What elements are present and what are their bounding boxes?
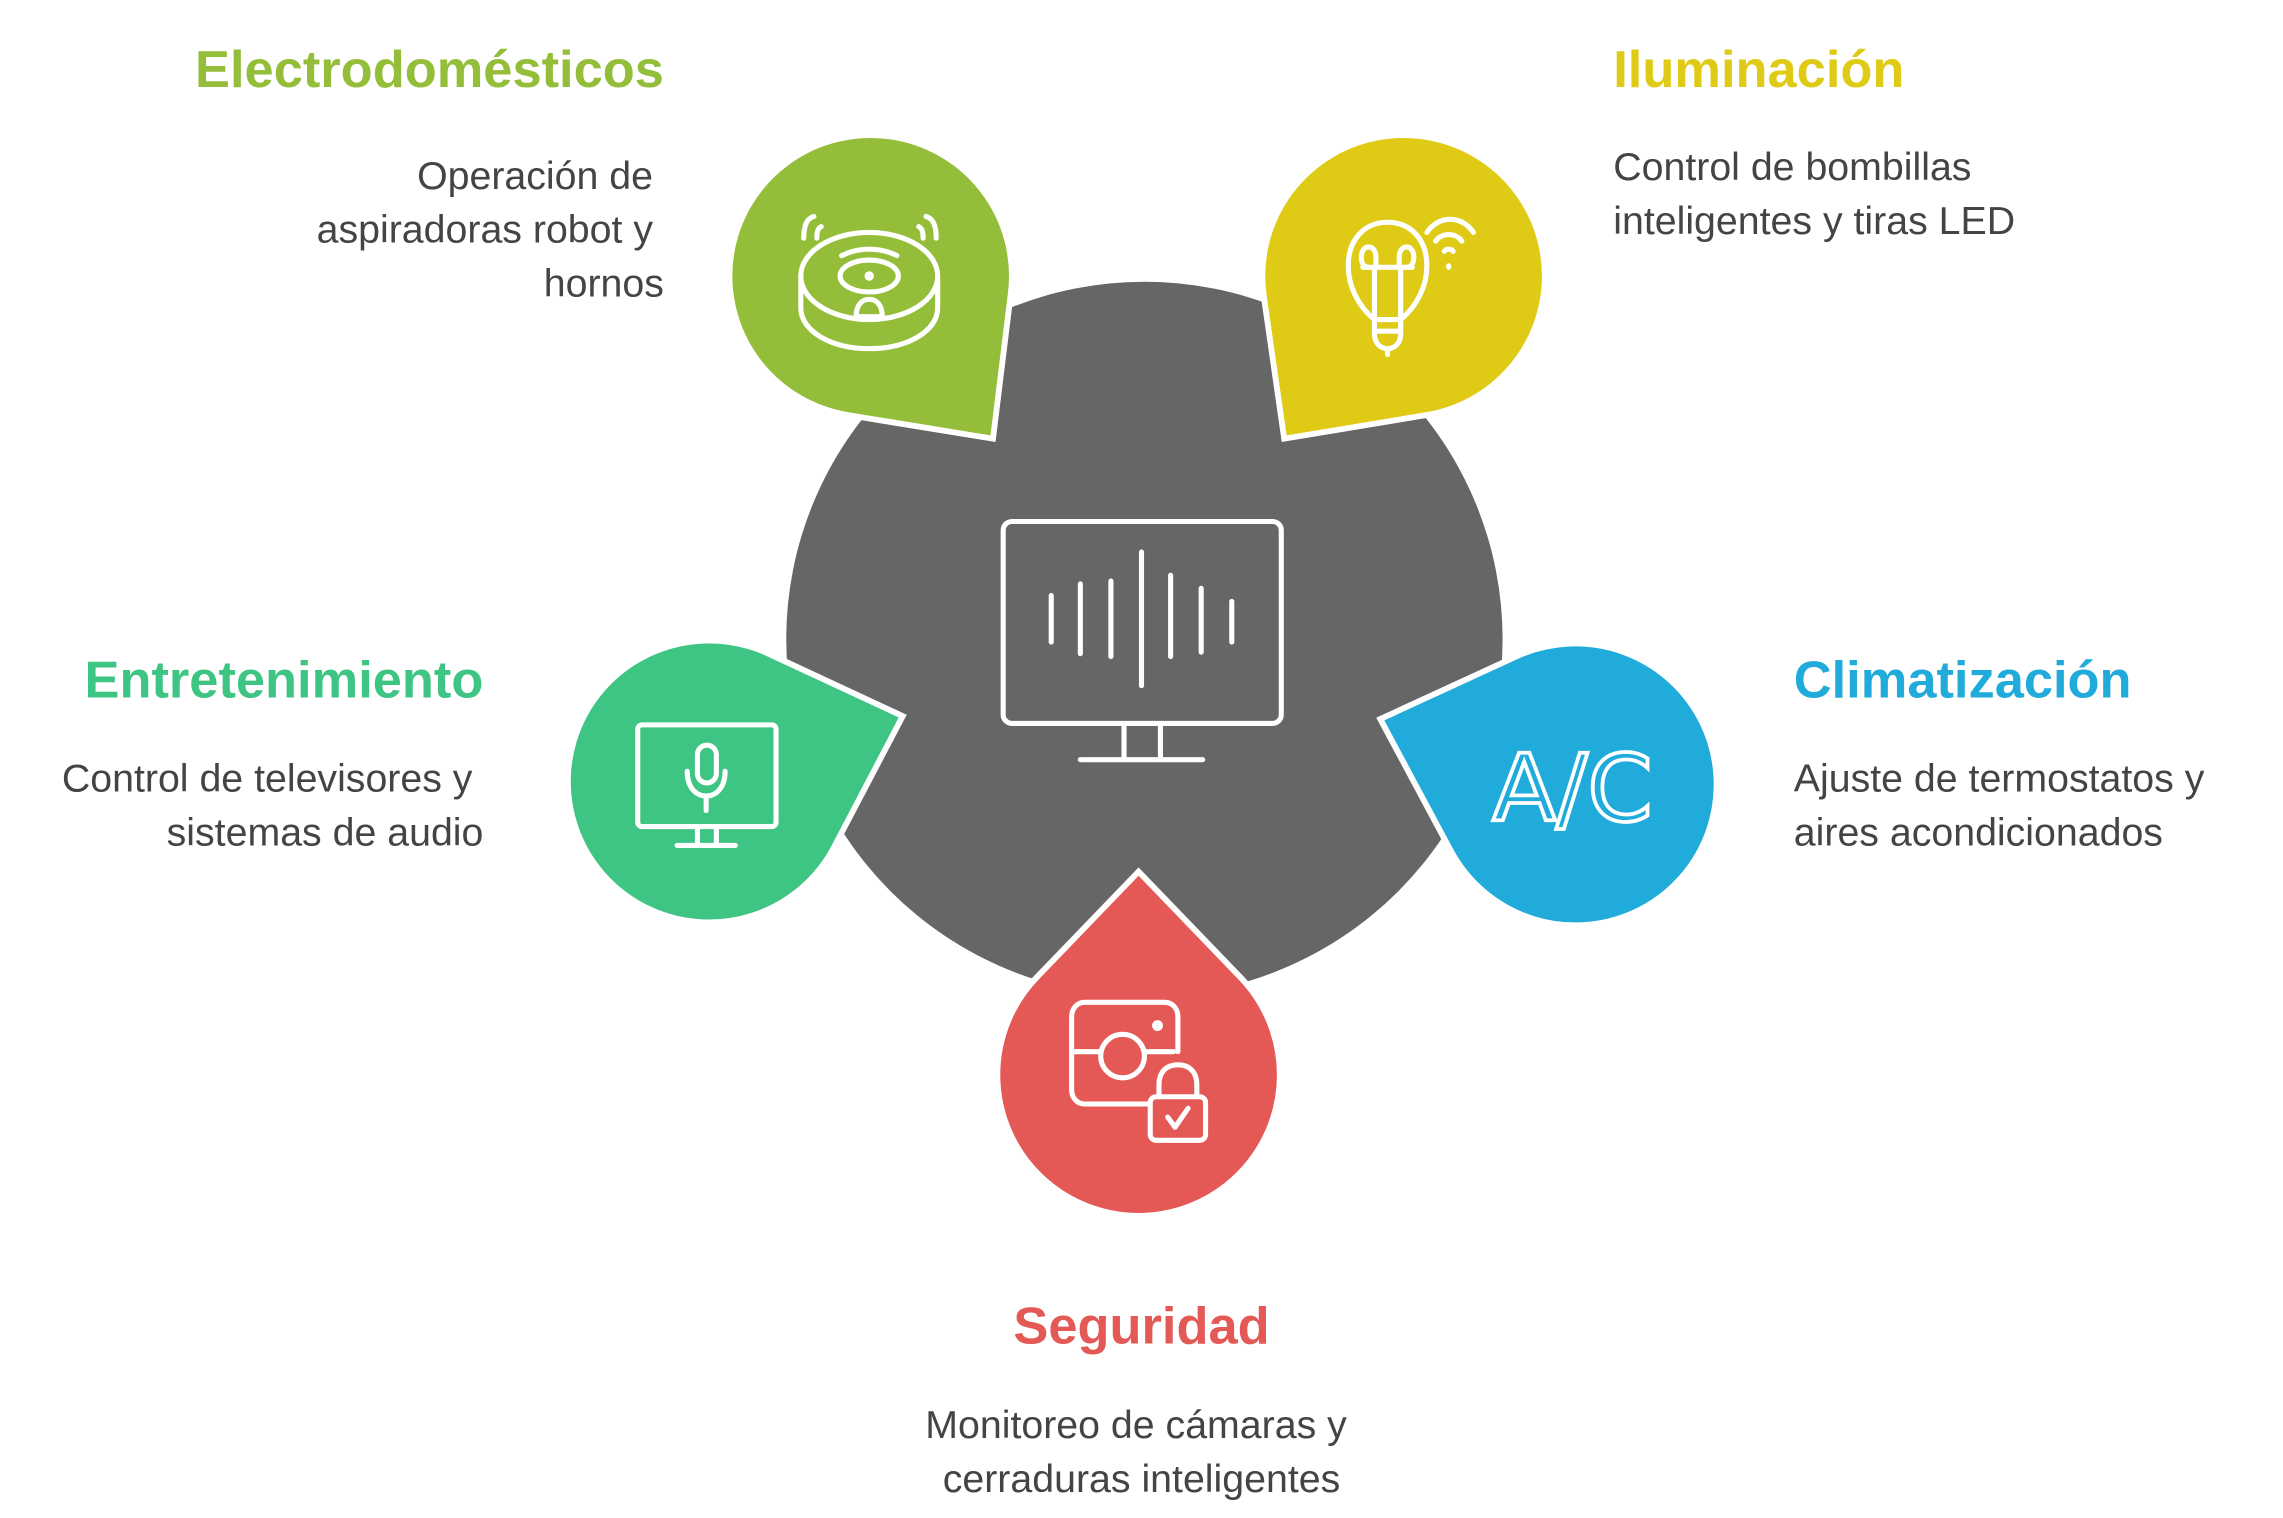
ac-icon: A/C	[1492, 735, 1652, 843]
monitor-microphone-icon	[635, 722, 779, 848]
description-line: inteligentes y tiras LED	[1613, 199, 2015, 243]
hub-circle	[786, 281, 1503, 997]
description-line: Control de bombillas	[1613, 145, 1971, 189]
entretenimiento-title: Entretenimiento	[84, 651, 483, 709]
iluminacion-teardrop	[1259, 132, 1548, 443]
monitor-soundwave-icon	[1000, 518, 1284, 763]
description-line: aires acondicionados	[1794, 810, 2163, 854]
electrodomesticos-title: Electrodomésticos	[195, 41, 664, 99]
seguridad-title: Seguridad	[1013, 1298, 1269, 1356]
climatizacion-title: Climatización	[1794, 651, 2132, 709]
iluminacion-description: Control de bombillas inteligentes y tira…	[1613, 145, 2015, 243]
seguridad-description: Monitoreo de cámaras y cerraduras inteli…	[925, 1403, 1357, 1501]
climatizacion-teardrop	[1376, 640, 1720, 929]
description-line: Ajuste de termostatos y	[1794, 757, 2205, 801]
description-line: hornos	[544, 261, 664, 305]
iluminacion-title: Iluminación	[1613, 41, 1904, 99]
electrodomesticos-teardrop	[726, 132, 1015, 443]
description-line: cerraduras inteligentes	[943, 1457, 1341, 1501]
description-line: Operación de	[417, 154, 653, 198]
camera-lock-icon	[1069, 999, 1209, 1143]
description-line: Control de televisores y	[62, 757, 473, 801]
description-line: aspiradoras robot y	[317, 208, 654, 252]
climatizacion-description: Ajuste de termostatos y aires acondicion…	[1794, 757, 2216, 855]
robot-vacuum-icon	[798, 213, 941, 352]
electrodomesticos-description: Operación de aspiradoras robot y hornos	[317, 154, 664, 305]
entretenimiento-teardrop	[564, 637, 907, 926]
entretenimiento-description: Control de televisores y sistemas de aud…	[62, 757, 484, 855]
description-line: Monitoreo de cámaras y	[925, 1403, 1347, 1447]
smart-bulb-icon	[1345, 216, 1477, 357]
description-line: sistemas de audio	[167, 810, 484, 854]
